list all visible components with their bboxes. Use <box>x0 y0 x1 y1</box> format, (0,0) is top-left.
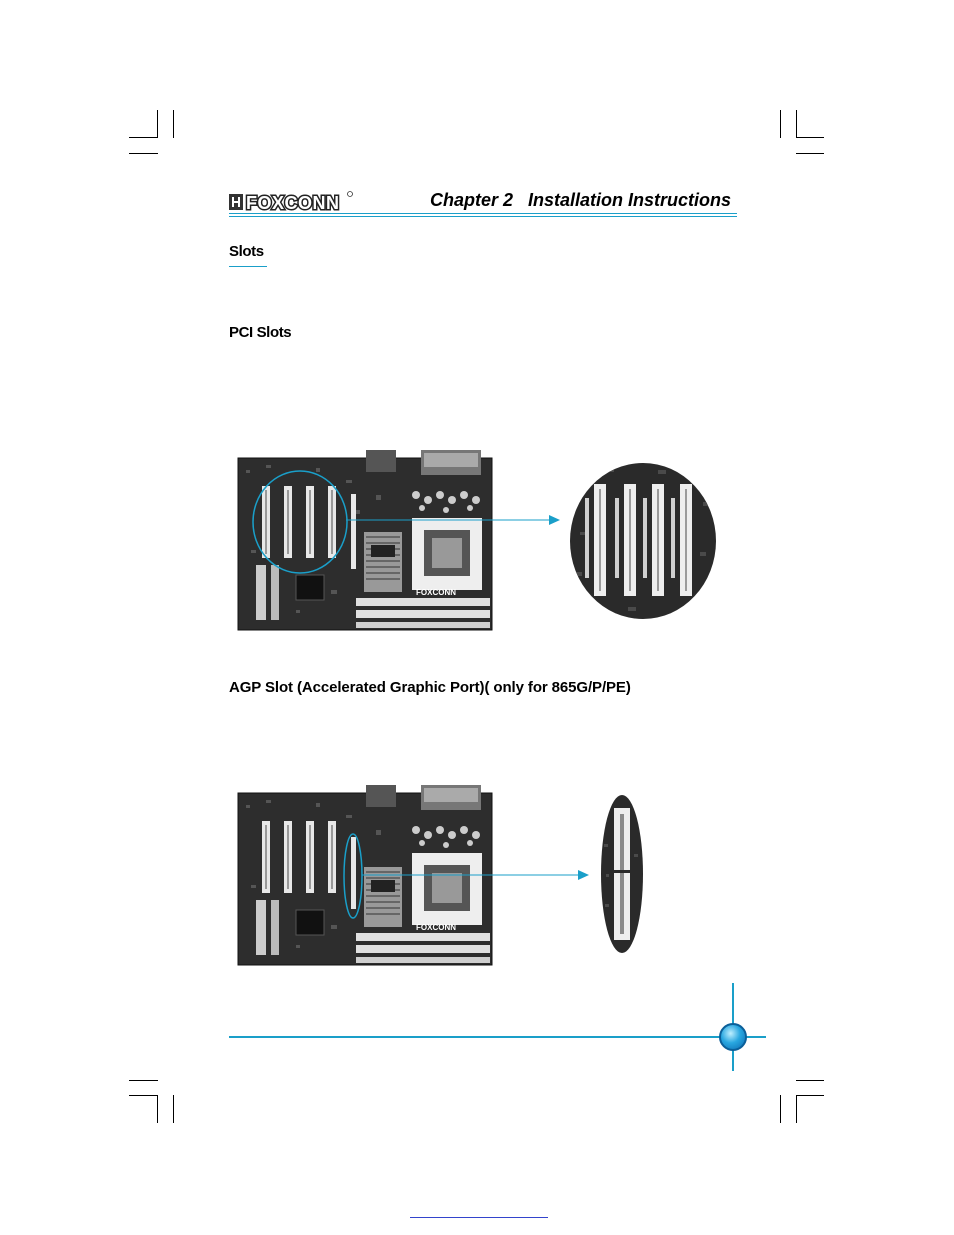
pci-pointer-arrow <box>346 513 562 527</box>
pci-slots-heading: PCI Slots <box>229 324 292 341</box>
crop-mark <box>796 137 824 138</box>
crop-mark <box>129 137 158 138</box>
agp-slot-zoom-image <box>600 794 644 954</box>
crop-mark <box>173 1095 174 1123</box>
agp-motherboard-image: FOXCONN <box>236 785 494 967</box>
agp-pointer-arrow <box>362 868 592 882</box>
pci-slots-zoom-image <box>568 462 718 620</box>
pci-motherboard-image: FOXCONN <box>236 450 494 632</box>
foxconn-logo: FOXCONN FOXCONN <box>229 190 354 215</box>
agp-slot-heading: AGP Slot (Accelerated Graphic Port)( onl… <box>229 679 631 696</box>
header-rule <box>229 213 737 214</box>
footer-rule <box>229 1036 719 1038</box>
header-rule <box>229 216 737 217</box>
crop-mark <box>796 1080 824 1081</box>
bottom-link-underline[interactable] <box>410 1217 548 1218</box>
svg-text:FOXCONN: FOXCONN <box>246 193 340 213</box>
page-marker-circle <box>719 1023 747 1051</box>
svg-text:FOXCONN: FOXCONN <box>416 923 456 932</box>
crop-mark <box>129 1095 158 1096</box>
crop-mark <box>780 110 781 138</box>
svg-text:FOXCONN: FOXCONN <box>246 193 340 213</box>
heading-underline <box>229 266 267 267</box>
crop-mark <box>129 1080 158 1081</box>
chapter-title: Chapter 2 Installation Instructions <box>430 190 732 210</box>
crop-mark <box>173 110 174 138</box>
crop-mark <box>157 110 158 138</box>
crop-mark <box>129 153 158 154</box>
crop-mark <box>780 1095 781 1123</box>
svg-text:FOXCONN: FOXCONN <box>416 588 456 597</box>
slots-heading: Slots <box>229 243 264 260</box>
crop-mark <box>157 1095 158 1123</box>
crop-mark <box>796 153 824 154</box>
crop-mark <box>796 1095 824 1096</box>
crop-mark <box>796 110 797 138</box>
crop-mark <box>796 1095 797 1123</box>
